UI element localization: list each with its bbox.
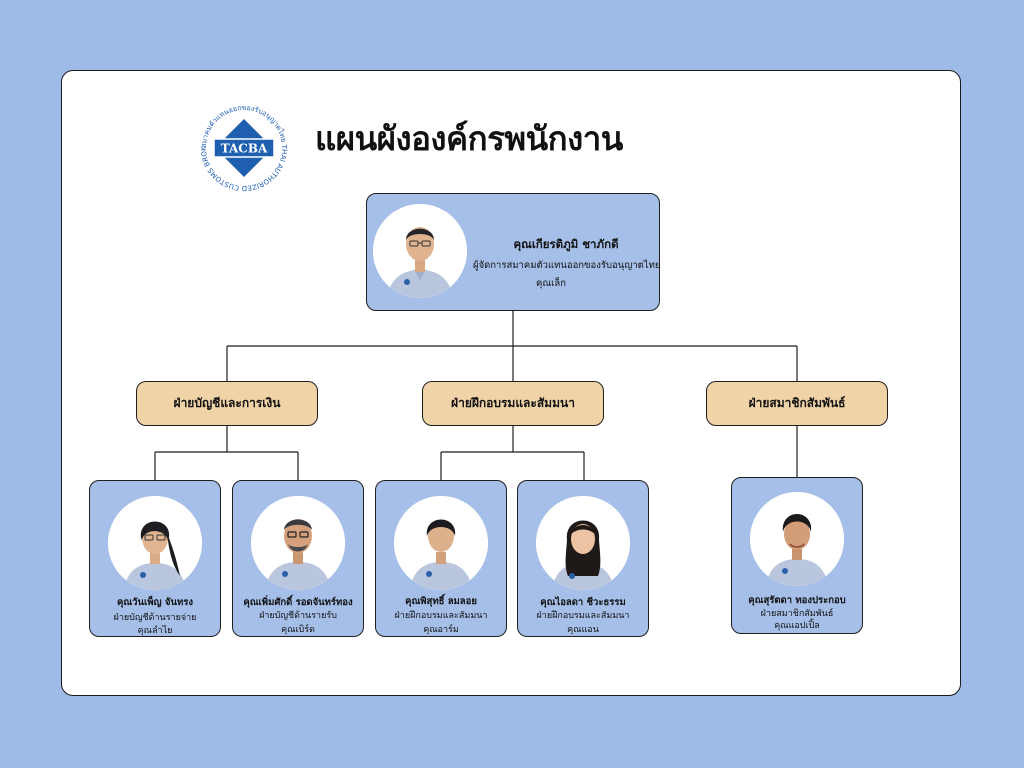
staff-name-2: คุณเพิ่มศักดิ์ รอดจันทร์ทอง — [243, 597, 353, 608]
staff-nickname-4: คุณแอน — [567, 625, 599, 635]
staff-photo-1 — [108, 496, 202, 590]
staff-photo-3 — [394, 496, 488, 590]
staff-nickname-1: คุณลำไย — [137, 626, 173, 636]
staff-nickname-2: คุณเบิร์ด — [281, 625, 315, 635]
department-training: ฝ่ายฝึกอบรมและสัมมนา — [422, 381, 604, 426]
staff-photo-4 — [536, 496, 630, 590]
head-photo — [373, 204, 467, 298]
department-member-relations: ฝ่ายสมาชิกสัมพันธ์ — [706, 381, 888, 426]
staff-photo-2 — [251, 496, 345, 590]
page-title: แผนผังองค์กรพนักงาน — [315, 119, 623, 158]
staff-photo-5 — [750, 492, 844, 586]
staff-role-5: ฝ่ายสมาชิกสัมพันธ์ — [760, 609, 834, 619]
staff-role-4: ฝ่ายฝึกอบรมและสัมมนา — [536, 611, 630, 621]
staff-name-5: คุณสุรัตดา ทองประกอบ — [748, 595, 846, 606]
staff-name-3: คุณพิสุทธิ์ ลมลอย — [405, 596, 477, 607]
logo-emblem-text: TACBA — [221, 142, 268, 156]
tacba-logo: สมาคมตัวแทนออกของรับอนุญาตไทย THAI AUTHO… — [187, 93, 298, 197]
staff-role-1: ฝ่ายบัญชีด้านรายจ่าย — [113, 613, 197, 623]
head-role: ผู้จัดการสมาคมตัวแทนออกของรับอนุญาตไทย — [473, 260, 661, 271]
head-nickname: คุณเล็ก — [536, 278, 566, 289]
staff-role-2: ฝ่ายบัญชีด้านรายรับ — [259, 611, 337, 621]
staff-role-3: ฝ่ายฝึกอบรมและสัมมนา — [394, 611, 488, 621]
staff-name-4: คุณไอลดา ชีวะธรรม — [540, 597, 626, 608]
department-accounting: ฝ่ายบัญชีและการเงิน — [136, 381, 318, 426]
head-name: คุณเกียรติภูมิ ชาภักดี — [513, 237, 619, 251]
staff-name-1: คุณวันเพ็ญ จันทรง — [117, 597, 193, 608]
staff-nickname-3: คุณอาร์ม — [423, 625, 459, 635]
staff-nickname-5: คุณแอปเปิ้ล — [774, 621, 820, 631]
